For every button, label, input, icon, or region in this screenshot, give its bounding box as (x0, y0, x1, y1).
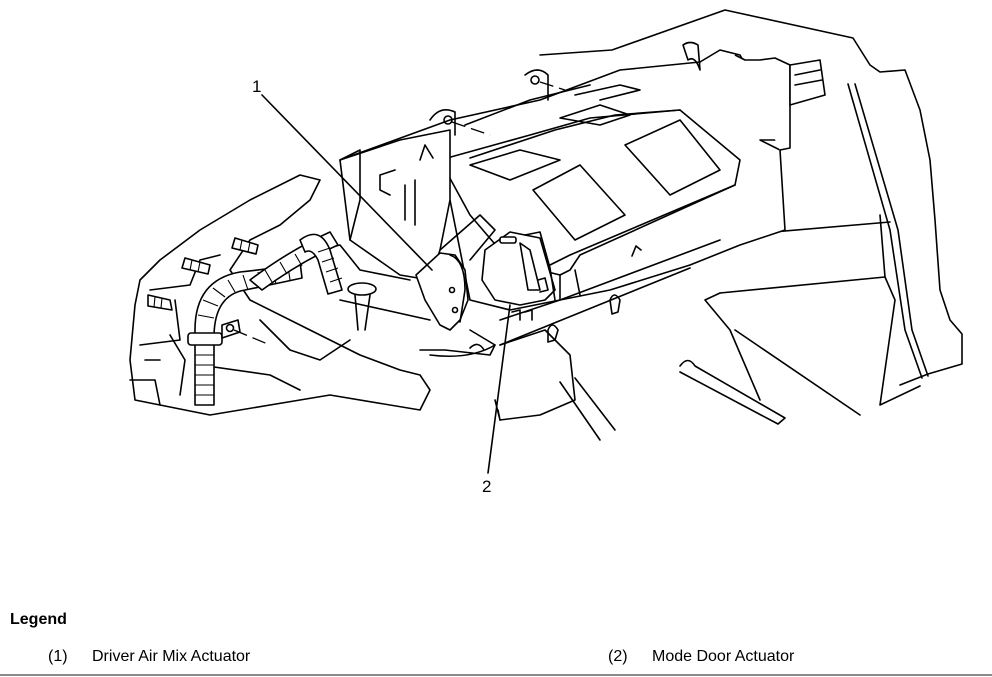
legend-item-number: (1) (48, 648, 68, 665)
floor-pan (494, 329, 861, 441)
legend-item-label: Mode Door Actuator (652, 648, 795, 665)
fender-panel (539, 9, 963, 406)
callout-number-1: 1 (252, 77, 262, 96)
legend-item: (2) Mode Door Actuator (608, 648, 794, 666)
leader-line-2 (487, 304, 511, 474)
leader-line-1 (261, 94, 433, 271)
left-hoses-and-wiring (129, 174, 431, 416)
mode-door-actuator (481, 231, 556, 321)
hvac-case (339, 41, 826, 346)
legend-item-label: Driver Air Mix Actuator (92, 648, 251, 665)
callout-number-2: 2 (482, 477, 492, 496)
legend-title: Legend (10, 611, 67, 628)
bottom-divider (0, 674, 992, 676)
legend-item: (1) Driver Air Mix Actuator (48, 648, 250, 666)
hvac-module-illustration (129, 9, 963, 474)
legend-item-number: (2) (608, 648, 628, 665)
driver-air-mix-actuator (415, 214, 496, 358)
left-case (339, 129, 451, 281)
